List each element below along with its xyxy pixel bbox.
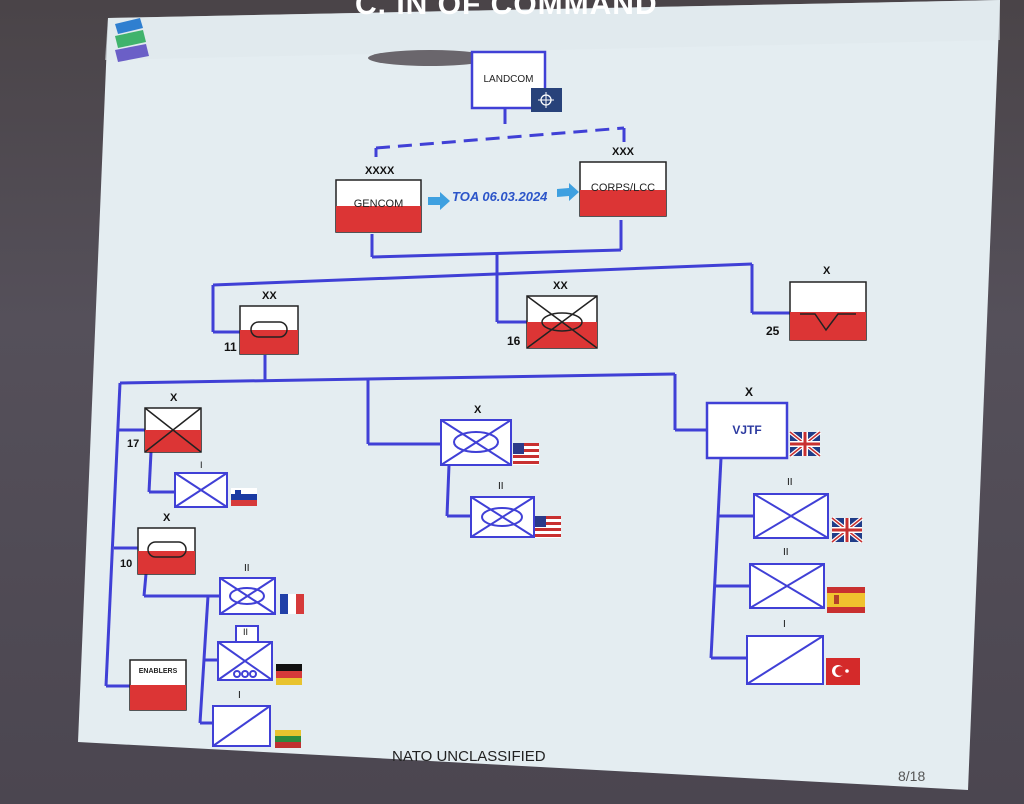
spain-flag-icon: [827, 587, 865, 613]
mech-infantry-symbol: [217, 641, 273, 681]
arrow-right-icon: [428, 192, 450, 210]
div16-echelon: XX: [553, 280, 568, 292]
cavalry-symbol: [212, 705, 271, 747]
uk-bn-echelon: II: [787, 477, 793, 488]
corps-label: CORPS/LCC: [590, 182, 656, 194]
armor-symbol: [250, 321, 288, 338]
classification-footer: NATO UNCLASSIFIED: [392, 748, 546, 765]
infantry-symbol: [144, 407, 202, 453]
projector-shadow: [368, 50, 492, 66]
gencom-echelon: XXXX: [365, 165, 395, 177]
cavalry-symbol: [746, 635, 824, 685]
arrow-right-icon: [557, 183, 579, 201]
usa-flag-icon: [535, 516, 561, 538]
tr-coy-echelon: I: [783, 619, 786, 630]
corps-red-half: [580, 190, 666, 216]
vjtf-echelon: X: [745, 385, 754, 399]
us-bde-echelon: X: [474, 404, 482, 416]
enablers-label: ENABLERS: [138, 668, 178, 675]
mech-infantry-symbol: [470, 496, 535, 538]
slide-top-band: [105, 0, 1000, 60]
corps-echelon: XXX: [612, 146, 635, 158]
slide-title: C. IN OF COMMAND: [355, 0, 658, 21]
nato-flag-icon: [531, 88, 562, 112]
div11-red-half: [240, 330, 298, 354]
bde17-number: 17: [127, 438, 140, 450]
infantry-symbol: [174, 472, 228, 508]
gencom-label: GENCOM: [353, 198, 404, 210]
us-bn-echelon: II: [498, 481, 504, 492]
div16-red-half: [527, 322, 597, 348]
bde17-echelon: X: [170, 392, 178, 404]
bde10-echelon: X: [163, 512, 171, 524]
enablers-red-half: [130, 685, 186, 710]
connector-lines: [104, 108, 790, 725]
div11-echelon: XX: [262, 290, 277, 302]
uk-flag-icon: [788, 430, 822, 458]
bde25-red-half: [790, 312, 866, 340]
infantry-symbol: [753, 493, 829, 539]
mech-infantry-symbol: [440, 419, 512, 466]
infantry-symbol: [749, 563, 825, 609]
bde25-echelon: X: [823, 265, 831, 277]
turkey-flag-icon: [826, 658, 860, 685]
vjtf-box: [705, 401, 789, 460]
toa-date: TOA 06.03.2024: [452, 189, 548, 204]
gencom-red-half: [336, 206, 421, 232]
mech-infantry-symbol: [526, 295, 598, 349]
fr-bn-echelon: II: [244, 563, 250, 574]
bde17-red-half: [145, 430, 201, 452]
bde25-number: 25: [766, 324, 780, 338]
si-coy-echelon: I: [200, 460, 203, 470]
lithuania-flag-icon: [275, 730, 301, 748]
div11-number: 11: [224, 340, 237, 354]
bde10-red-half: [138, 551, 195, 574]
germany-flag-icon: [276, 664, 302, 685]
bde10-number: 10: [120, 558, 133, 570]
page-number: 8/18: [898, 768, 926, 784]
landcom-label: LANDCOM: [483, 74, 534, 85]
armor-symbol: [147, 541, 187, 558]
vjtf-label: VJTF: [732, 423, 762, 437]
france-flag-icon: [280, 594, 304, 614]
uk-flag-icon: [830, 516, 864, 544]
es-bn-echelon: II: [783, 547, 789, 558]
airmobile-symbol: [800, 313, 856, 332]
de-bn-echelon: II: [243, 627, 249, 637]
dashed-command-line: [374, 126, 626, 157]
usa-flag-icon: [513, 443, 539, 465]
logo-icon: [115, 18, 149, 62]
mech-infantry-symbol: [219, 577, 276, 615]
slovenia-flag-icon: [231, 488, 257, 506]
lt-coy-echelon: I: [238, 690, 241, 701]
slide-surface: [78, 0, 1000, 790]
div16-number: 16: [507, 334, 521, 348]
